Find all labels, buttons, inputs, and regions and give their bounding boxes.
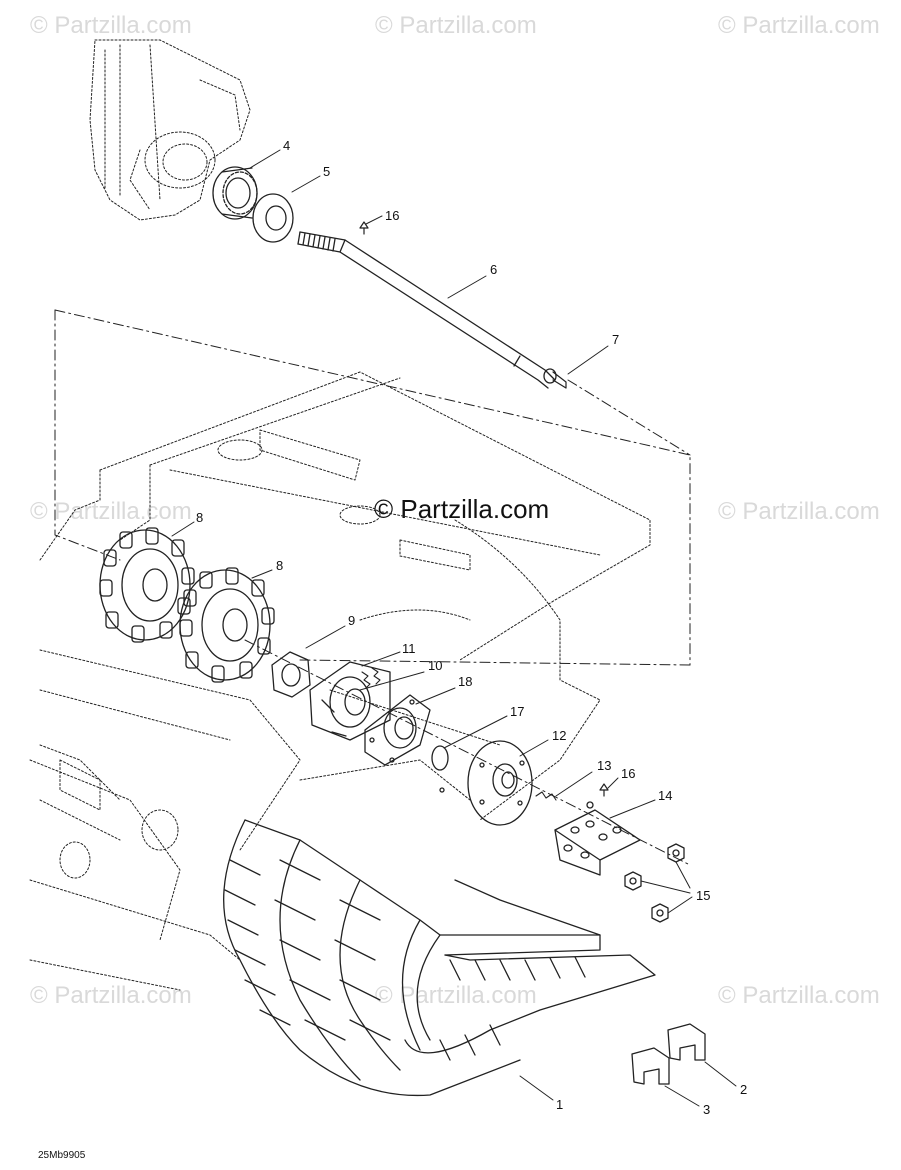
callout-15: 15 (696, 888, 710, 903)
callout-7: 7 (612, 332, 619, 347)
spring-part-11 (361, 667, 381, 689)
bracket-part-14 (554, 801, 641, 876)
callout-18: 18 (458, 674, 472, 689)
o-ring-part-17 (431, 745, 449, 793)
track-part-1 (223, 819, 656, 1097)
phantom-boundary (54, 309, 691, 866)
sprocket-part-8-left (99, 527, 195, 643)
slider-shoe-part-3 (631, 1047, 670, 1085)
nut-part-15 (624, 843, 685, 923)
diagram-code: 25Mb9905 (38, 1150, 86, 1161)
flange-part-12 (467, 740, 533, 826)
bearing-part-4 (212, 166, 258, 220)
bearing-plate-part-18 (364, 694, 431, 766)
sprocket-part-8-right (179, 567, 275, 683)
slider-shoe-part-2 (667, 1023, 706, 1061)
callout-16-top: 16 (385, 208, 399, 223)
callout-10: 10 (428, 658, 442, 673)
watermark: © Partzilla.com (375, 12, 537, 39)
spring-part-13 (535, 791, 557, 801)
watermark: © Partzilla.com (30, 12, 192, 39)
callout-2: 2 (740, 1082, 747, 1097)
chassis-tunnel (29, 371, 651, 991)
callout-12: 12 (552, 728, 566, 743)
grease-fitting-part-16-top (359, 221, 369, 235)
callout-13: 13 (597, 758, 611, 773)
callout-1: 1 (556, 1097, 563, 1112)
callout-8-left: 8 (196, 510, 203, 525)
grease-fitting-part-16-lower (599, 783, 609, 797)
callout-labels: 4 5 16 6 7 8 8 9 11 10 18 17 12 13 16 14… (196, 138, 747, 1117)
callout-11: 11 (402, 641, 416, 656)
callout-5: 5 (323, 164, 330, 179)
callout-4: 4 (283, 138, 290, 153)
watermark: © Partzilla.com (718, 12, 880, 39)
callout-14: 14 (658, 788, 672, 803)
spacer-part-9 (271, 651, 311, 698)
callout-9: 9 (348, 613, 355, 628)
callout-17: 17 (510, 704, 524, 719)
screw-part-7 (552, 371, 567, 389)
callout-3: 3 (703, 1102, 710, 1117)
callout-16-lower: 16 (621, 766, 635, 781)
watermark: © Partzilla.com (718, 982, 880, 1009)
washer-part-5 (252, 193, 294, 243)
callout-8-right: 8 (276, 558, 283, 573)
leader-lines (171, 149, 737, 1107)
watermark: © Partzilla.com (30, 498, 192, 525)
drive-axle-part-6 (297, 231, 557, 389)
gear-case-housing (89, 39, 251, 221)
bearing-housing-part-10 (309, 661, 391, 741)
center-watermark: © Partzilla.com (374, 494, 550, 524)
watermark: © Partzilla.com (718, 498, 880, 525)
callout-6: 6 (490, 262, 497, 277)
